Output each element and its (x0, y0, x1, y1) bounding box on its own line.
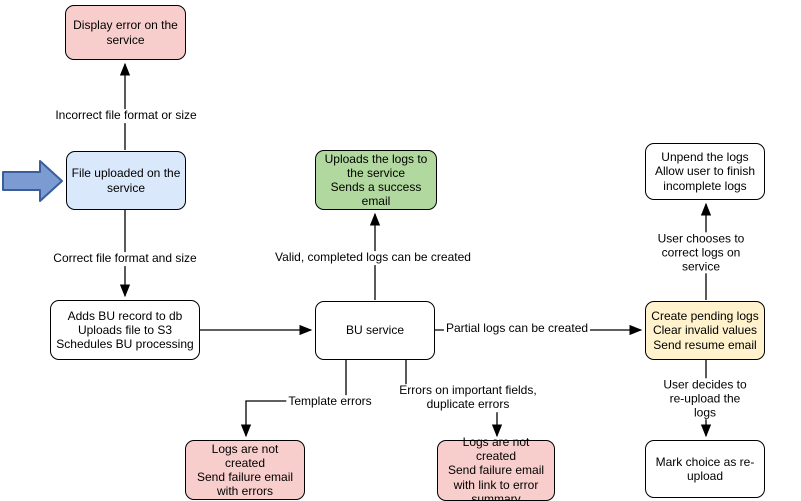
node-uploads-logs: Uploads the logs to the service Sends a … (315, 150, 437, 210)
edge-label-template-errors: Template errors (286, 394, 374, 409)
node-logs-not-created-summary: Logs are not created Send failure email … (437, 435, 555, 501)
node-file-uploaded: File uploaded on the service (66, 151, 186, 210)
edge-label-correct-file-format: Correct file format and size (51, 251, 199, 266)
node-create-pending-logs: Create pending logs Clear invalid values… (645, 301, 765, 360)
node-mark-choice: Mark choice as re- upload (645, 440, 765, 498)
node-logs-not-created-errors: Logs are not created Send failure email … (185, 440, 305, 500)
edge-label-valid-logs: Valid, completed logs can be created (273, 250, 473, 265)
edge-label-user-chooses: User chooses to correct logs on service (651, 231, 751, 274)
node-adds-bu-record: Adds BU record to db Uploads file to S3 … (50, 300, 200, 360)
edge-label-incorrect-file-format: Incorrect file format or size (53, 108, 199, 123)
edge-label-important-errors: Errors on important fields, duplicate er… (397, 383, 539, 412)
node-unpend-logs: Unpend the logs Allow user to finish inc… (645, 143, 765, 200)
entry-arrow-icon (2, 160, 63, 202)
node-bu-service: BU service (315, 301, 435, 360)
edge-label-partial-logs: Partial logs can be created (443, 321, 591, 336)
node-display-error: Display error on the service (65, 5, 186, 60)
edge-label-user-decides: User decides to re-upload the logs (657, 377, 753, 420)
